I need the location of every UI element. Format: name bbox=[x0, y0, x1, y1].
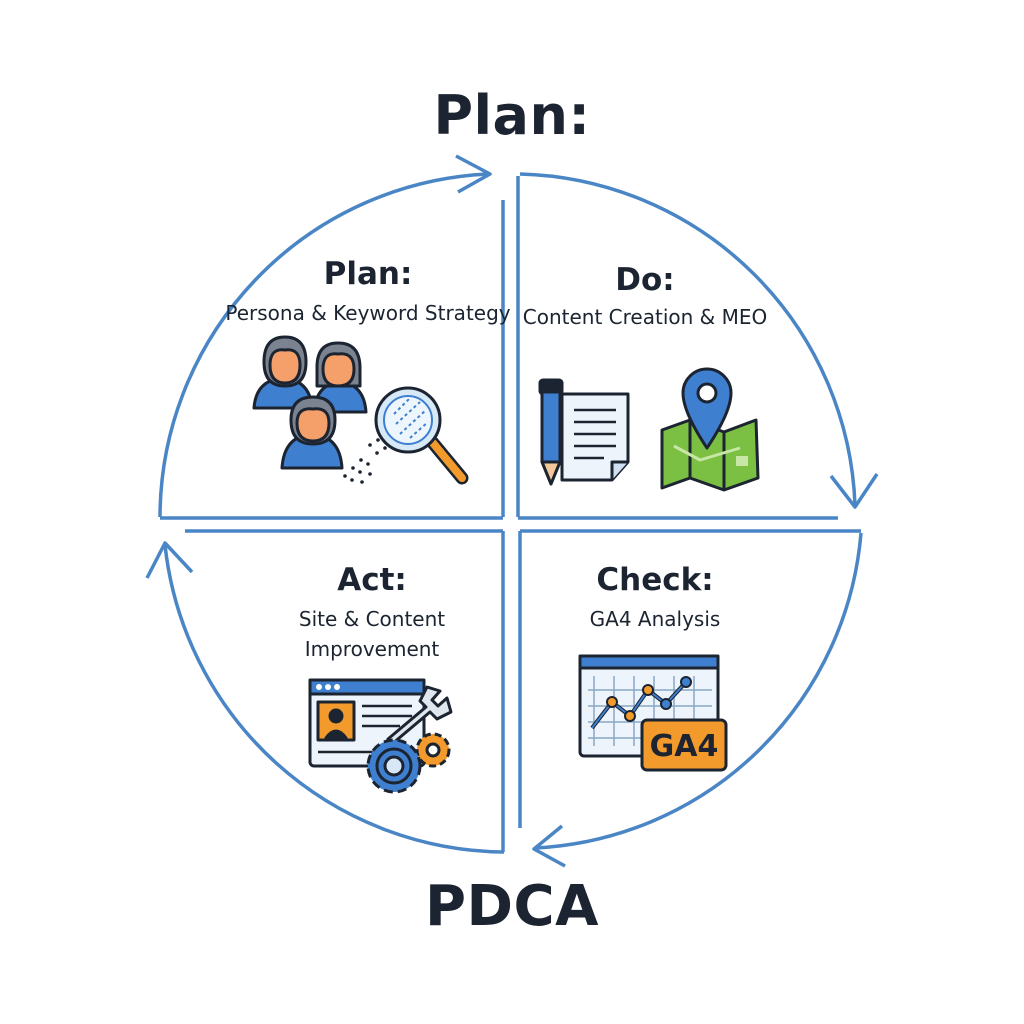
plan-arrowhead bbox=[455, 154, 492, 194]
check-arrowhead bbox=[532, 824, 566, 868]
do-subtitle: Content Creation & MEO bbox=[522, 305, 768, 329]
plan-subtitle: Persona & Keyword Strategy bbox=[225, 301, 511, 325]
map-pin-icon bbox=[660, 367, 760, 492]
do-arrowhead bbox=[829, 473, 879, 509]
act-subtitle-line2: Improvement bbox=[304, 637, 440, 661]
act-arrowhead bbox=[145, 541, 194, 579]
document-icon bbox=[560, 392, 630, 482]
check-subtitle: GA4 Analysis bbox=[589, 607, 721, 631]
pen-icon bbox=[538, 378, 568, 486]
ga4-badge: GA4 bbox=[640, 718, 728, 772]
gear-icon bbox=[366, 732, 451, 794]
check-heading: Check: bbox=[596, 562, 714, 598]
plan-arc bbox=[158, 172, 489, 518]
diagram-footer-title: PDCA bbox=[425, 874, 599, 939]
people-icon bbox=[252, 335, 368, 470]
do-heading: Do: bbox=[615, 262, 675, 298]
act-arc bbox=[163, 544, 505, 854]
wrench-icon bbox=[386, 685, 453, 746]
do-arc bbox=[519, 172, 857, 506]
act-subtitle-line1: Site & Content bbox=[298, 607, 446, 631]
plan-heading: Plan: bbox=[323, 256, 413, 292]
ga4-badge-text: GA4 bbox=[650, 729, 719, 764]
check-arc bbox=[535, 532, 863, 850]
magnifier-icon bbox=[343, 386, 469, 485]
browser-window-icon bbox=[308, 678, 426, 768]
diagram-title: Plan: bbox=[433, 84, 591, 147]
act-heading: Act: bbox=[337, 562, 407, 598]
